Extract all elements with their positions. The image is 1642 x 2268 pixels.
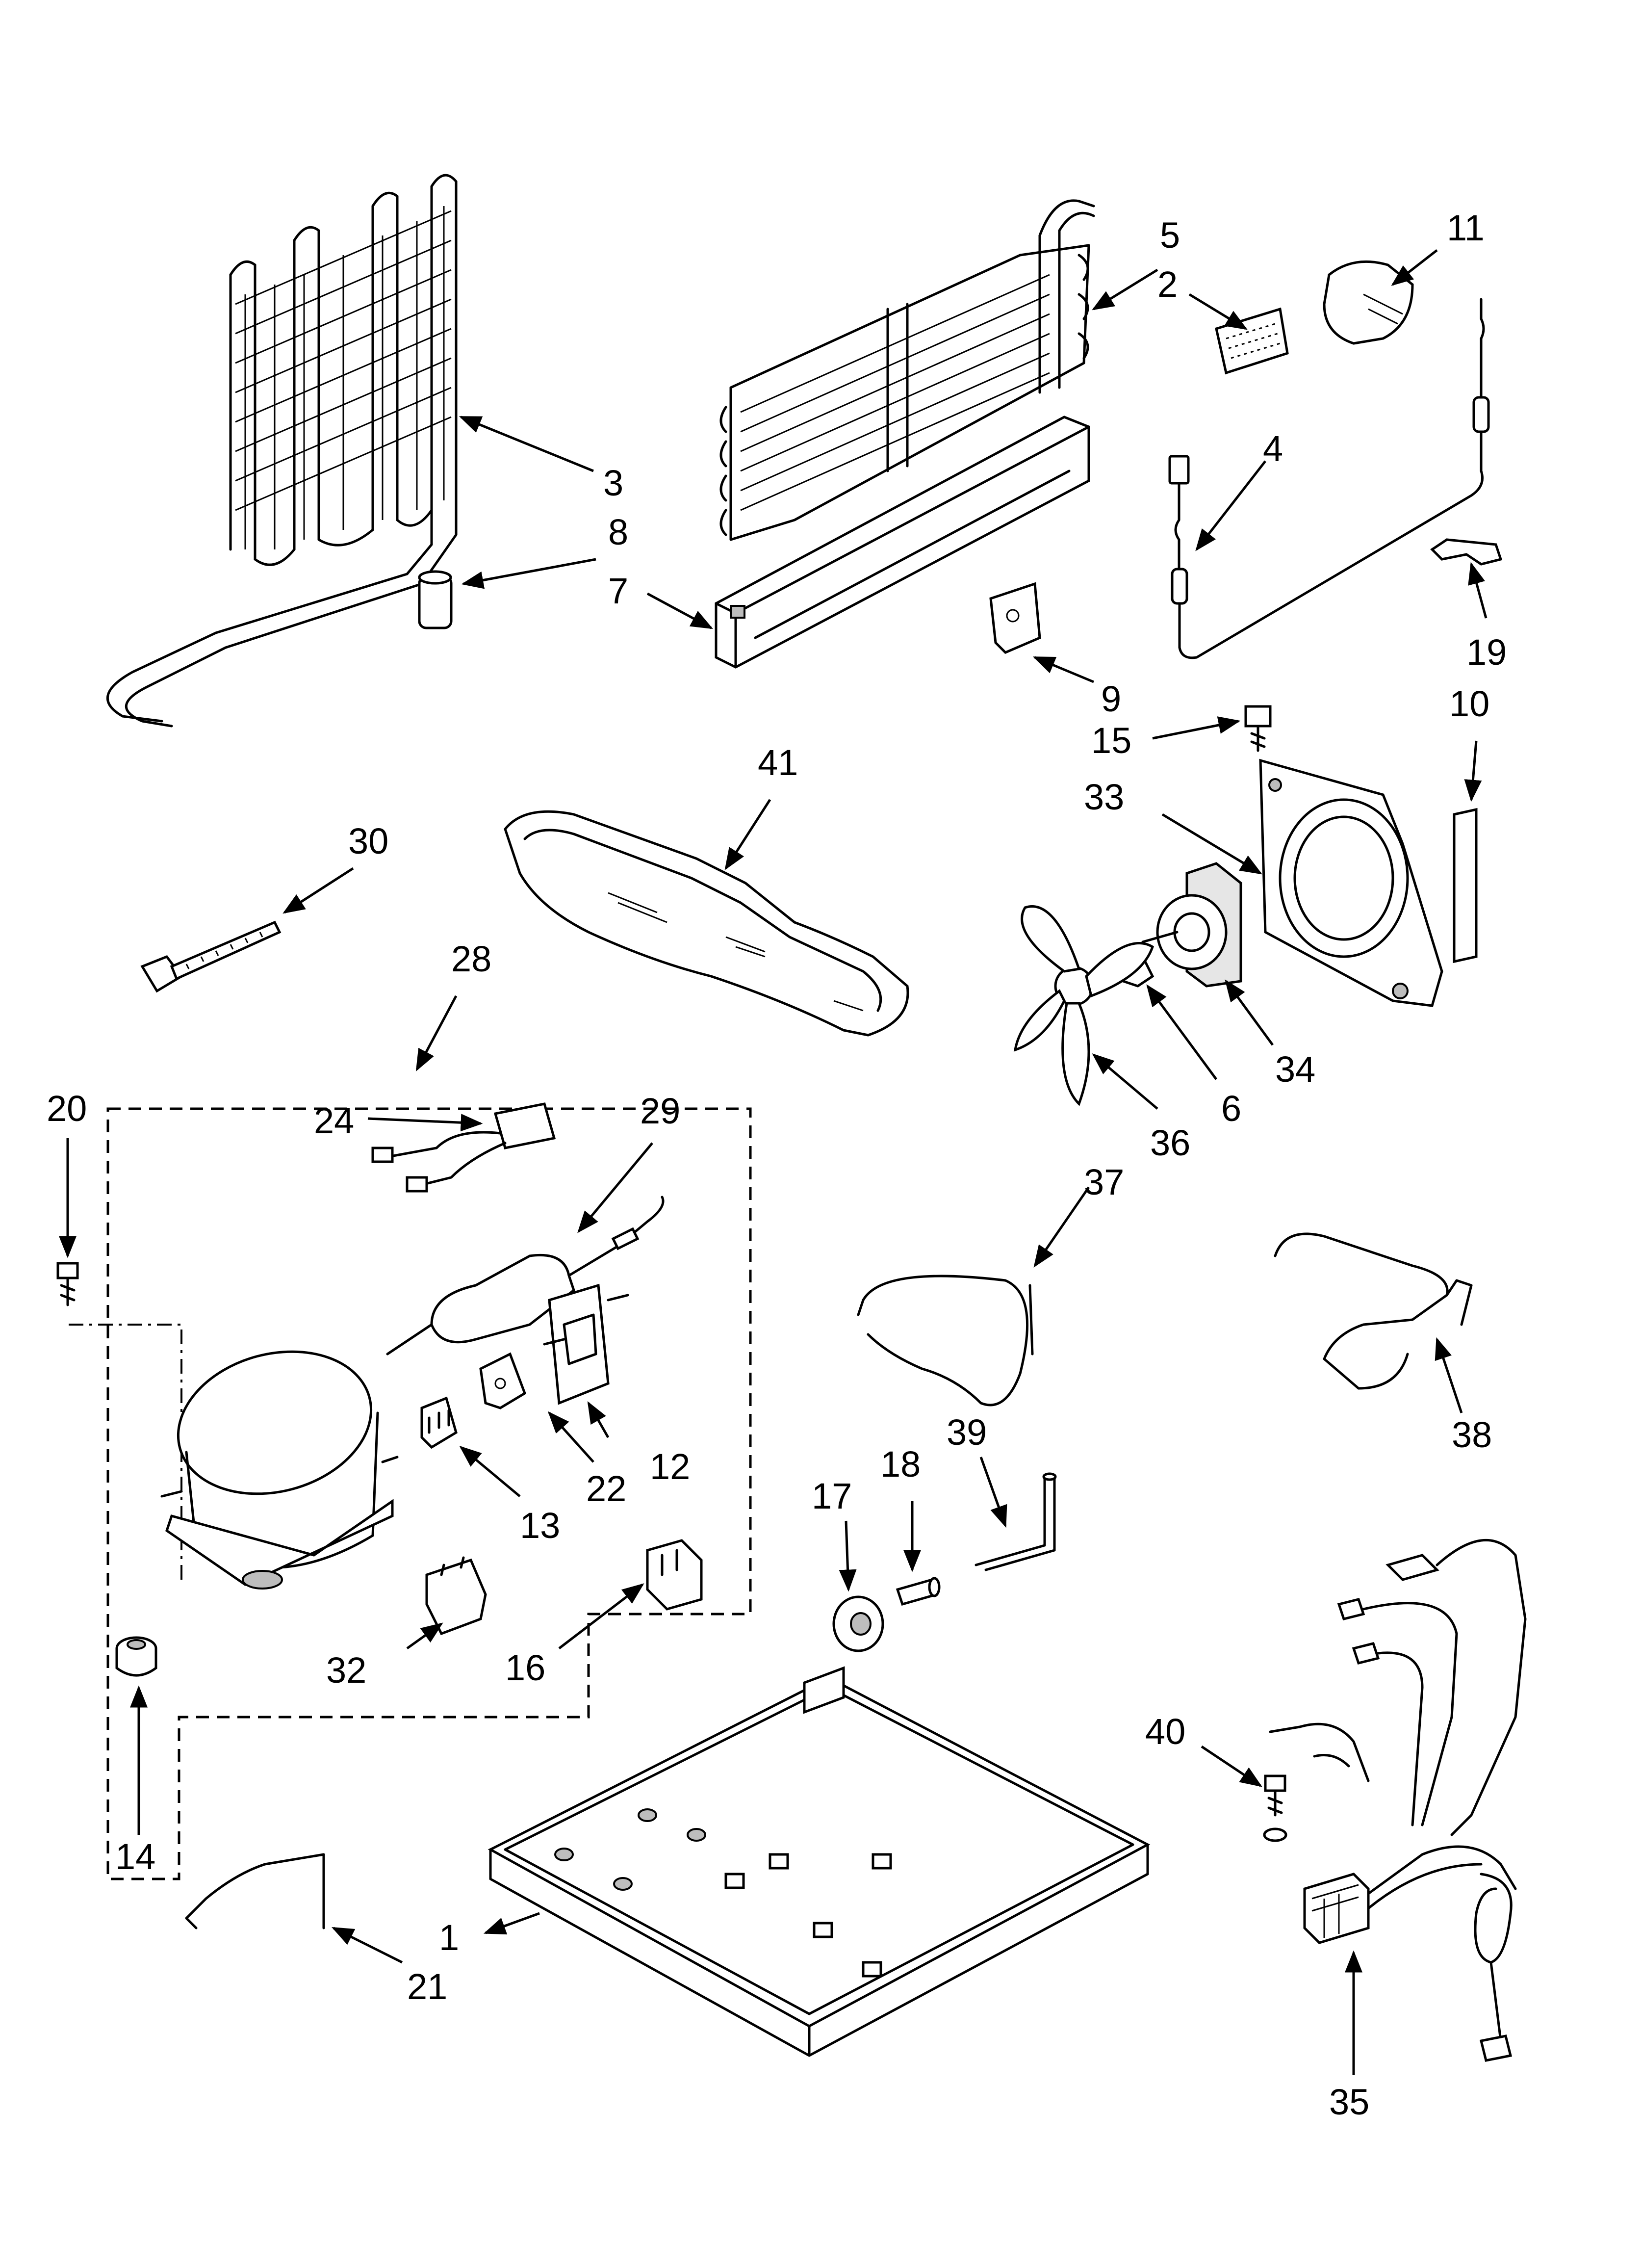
tubing-37-part xyxy=(857,1275,1034,1407)
callout-20: 20 xyxy=(47,1088,87,1129)
relay-part xyxy=(543,1283,629,1405)
callout-14: 14 xyxy=(115,1836,155,1877)
callout-3: 3 xyxy=(603,463,623,503)
terminal-part xyxy=(420,1396,458,1449)
callout-29: 29 xyxy=(640,1091,680,1131)
evaporator-part xyxy=(719,199,1095,541)
callout-28: 28 xyxy=(451,938,491,979)
base-frame-part xyxy=(487,1666,1151,2057)
callout-6: 6 xyxy=(1221,1088,1241,1129)
callout-32: 32 xyxy=(326,1650,366,1691)
screw-20-part xyxy=(56,1262,79,1306)
callout-5: 5 xyxy=(1160,215,1180,256)
callout-19: 19 xyxy=(1466,632,1507,673)
cable-tie-part xyxy=(140,920,282,993)
callout-41: 41 xyxy=(758,742,798,783)
callout-18: 18 xyxy=(880,1444,921,1485)
grommet-part xyxy=(115,1636,157,1677)
callout-9: 9 xyxy=(1101,678,1121,719)
callout-2: 2 xyxy=(1157,264,1178,305)
drier-part xyxy=(418,570,453,629)
callout-35: 35 xyxy=(1329,2082,1369,2122)
bracket-part xyxy=(989,582,1041,654)
kit-boundary xyxy=(69,1107,752,1880)
sensor-part xyxy=(1168,298,1490,659)
callout-36: 36 xyxy=(1150,1122,1190,1163)
callout-11: 11 xyxy=(1447,208,1485,248)
wire-bracket-part xyxy=(185,1853,325,1929)
callout-38: 38 xyxy=(1452,1414,1492,1455)
callout-22: 22 xyxy=(586,1468,626,1509)
callout-21: 21 xyxy=(407,1966,447,2007)
callout-37: 37 xyxy=(1084,1162,1124,1202)
callout-40: 40 xyxy=(1145,1711,1185,1752)
clip-part xyxy=(1430,538,1503,566)
screw-40-part xyxy=(1263,1774,1287,1842)
condenser-coil-part xyxy=(106,174,458,728)
callout-13: 13 xyxy=(520,1505,560,1546)
callout-33: 33 xyxy=(1084,777,1124,817)
tubing-38-part xyxy=(1274,1232,1473,1390)
callout-17: 17 xyxy=(812,1476,852,1516)
roller-part xyxy=(832,1595,884,1652)
callout-labels: 1 2 3 4 5 6 7 8 9 10 11 12 13 14 15 16 1… xyxy=(47,208,1507,2122)
callout-1: 1 xyxy=(439,1917,459,1958)
compressor-part xyxy=(160,1350,399,1590)
drain-trough-part xyxy=(715,416,1090,669)
callout-10: 10 xyxy=(1449,683,1489,724)
callout-4: 4 xyxy=(1263,428,1283,469)
tube-39-part xyxy=(975,1472,1057,1571)
capacitor-part xyxy=(425,1556,487,1636)
wire-harness-part xyxy=(1269,1539,1527,2062)
accumulator-part xyxy=(386,1196,665,1356)
connector-part xyxy=(371,1102,556,1193)
callout-34: 34 xyxy=(1275,1049,1315,1090)
callout-8: 8 xyxy=(608,512,628,552)
callout-16: 16 xyxy=(505,1647,545,1688)
callout-15: 15 xyxy=(1091,720,1131,761)
callout-24: 24 xyxy=(314,1100,354,1141)
relay-block-part xyxy=(646,1539,703,1611)
callout-12: 12 xyxy=(650,1446,690,1487)
callout-30: 30 xyxy=(348,821,388,861)
drain-pan-part xyxy=(504,810,909,1037)
callout-7: 7 xyxy=(608,571,628,611)
callout-39: 39 xyxy=(947,1412,987,1453)
fan-blade-part xyxy=(1013,905,1155,1106)
fan-motor-part xyxy=(1141,862,1242,988)
fan-shroud-part xyxy=(1259,758,1443,1007)
screw-part xyxy=(1244,705,1272,752)
pin-part xyxy=(896,1577,941,1606)
leader-lines xyxy=(59,249,1488,2075)
cover-part xyxy=(1323,260,1414,345)
gasket-strip-part xyxy=(1453,808,1478,964)
overload-part xyxy=(479,1352,527,1409)
